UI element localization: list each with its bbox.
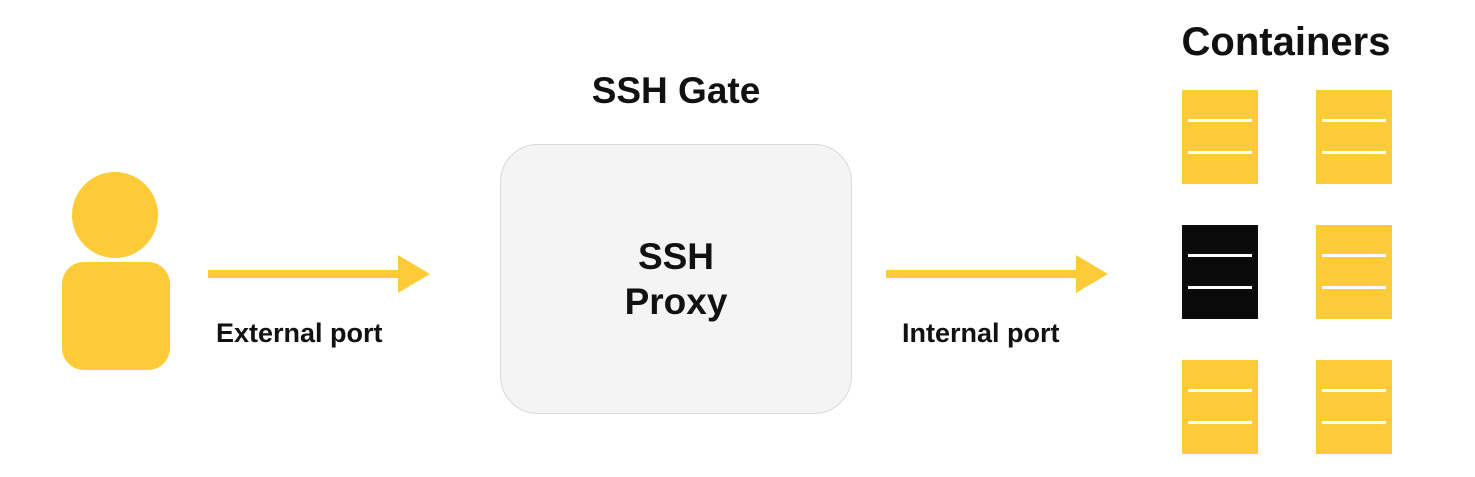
external-arrow-line	[208, 270, 404, 278]
ssh-proxy-line2: Proxy	[624, 281, 728, 322]
user-body-icon	[62, 262, 170, 370]
container-icon	[1182, 90, 1258, 184]
external-port-label: External port	[216, 318, 383, 348]
ssh-proxy-box: SSH Proxy	[500, 144, 852, 414]
internal-arrow-line	[886, 270, 1082, 278]
container-icon	[1316, 360, 1392, 454]
gate-title: SSH Gate	[591, 70, 761, 111]
container-icon	[1316, 90, 1392, 184]
internal-port-label: Internal port	[902, 318, 1060, 348]
ssh-proxy-line1: SSH	[637, 236, 715, 277]
user-head-icon	[72, 172, 158, 258]
container-icon	[1316, 225, 1392, 319]
external-arrow-head-icon	[398, 255, 430, 293]
container-icon	[1182, 225, 1258, 319]
container-icon	[1182, 360, 1258, 454]
internal-arrow-head-icon	[1076, 255, 1108, 293]
containers-title: Containers	[1181, 20, 1391, 64]
